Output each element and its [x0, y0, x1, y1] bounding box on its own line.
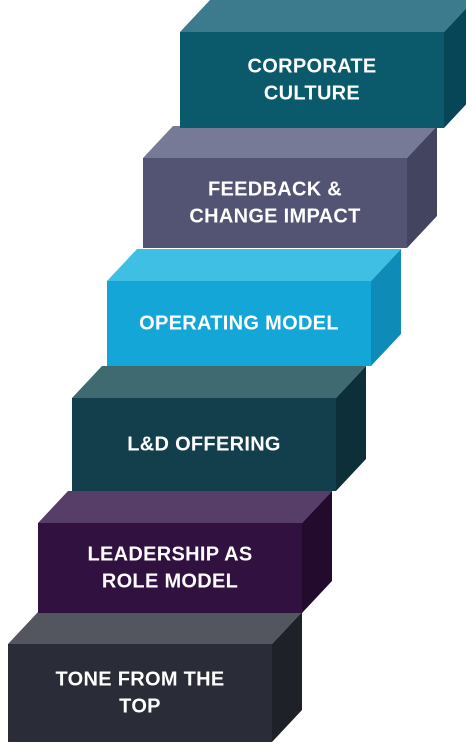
step-label-line: LEADERSHIP AS [87, 544, 252, 566]
step-front-face [38, 523, 302, 613]
step-label-line: TOP [119, 696, 161, 718]
step-top-face [143, 126, 437, 158]
step-side-face [371, 249, 401, 366]
step-top-face [8, 612, 302, 644]
step-block: OPERATING MODEL [107, 249, 401, 366]
step-side-face [336, 366, 366, 491]
step-label-line: L&D OFFERING [127, 434, 281, 456]
step-top-face [38, 491, 332, 523]
step-label-line: ROLE MODEL [102, 571, 238, 593]
step-side-face [407, 126, 437, 248]
step-label-line: CORPORATE [248, 56, 377, 78]
step-front-face [8, 644, 272, 742]
step-label-line: CULTURE [264, 83, 360, 105]
step-side-face [302, 491, 332, 613]
step-front-face [180, 32, 444, 128]
step-side-face [444, 8, 466, 128]
step-block: L&D OFFERING [72, 366, 366, 491]
step-block: FEEDBACK & CHANGE IMPACT [143, 126, 437, 248]
step-side-face [272, 612, 302, 742]
step-front-face [72, 398, 336, 491]
step-block: LEADERSHIP AS ROLE MODEL [38, 491, 332, 613]
step-top-face [107, 249, 401, 281]
step-top-face [72, 366, 366, 398]
step-label-line: TONE FROM THE [55, 669, 224, 691]
step-front-face [143, 158, 407, 248]
step-label-line: OPERATING MODEL [139, 313, 339, 335]
step-front-face [107, 281, 371, 366]
step-block: TONE FROM THE TOP [8, 612, 302, 742]
step-top-face [180, 0, 466, 32]
step-label-line: CHANGE IMPACT [189, 206, 360, 228]
step-block: CORPORATE CULTURE [180, 0, 466, 128]
step-label-line: FEEDBACK & [208, 179, 342, 201]
